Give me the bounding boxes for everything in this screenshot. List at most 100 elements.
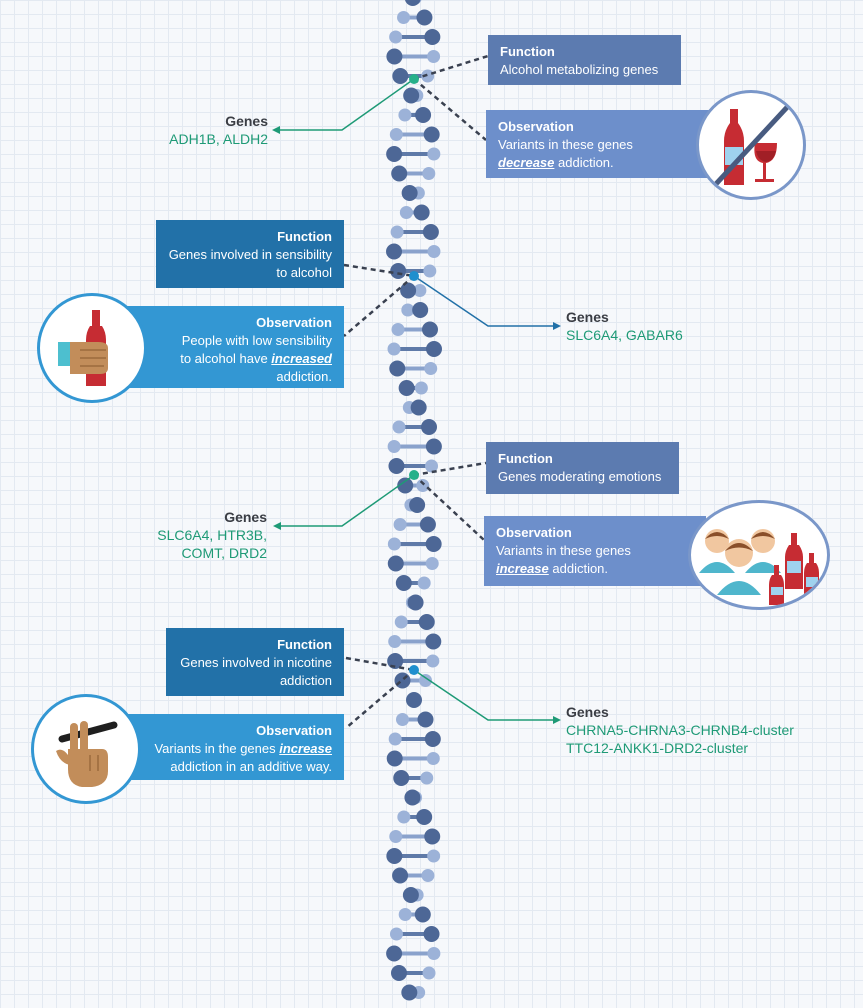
observation-emphasis: increased	[271, 351, 332, 366]
dna-base	[387, 555, 404, 572]
people-with-bottles-icon	[688, 500, 830, 610]
dna-base	[388, 732, 402, 746]
connector-function-4	[345, 656, 415, 672]
dna-base	[386, 750, 403, 767]
function-box-1: Function Alcohol metabolizing genes	[488, 35, 681, 85]
dna-base	[425, 459, 439, 473]
dna-base	[425, 536, 442, 552]
dna-base	[389, 360, 406, 377]
dna-base	[424, 362, 438, 375]
dna-base	[422, 966, 436, 980]
dna-base	[399, 206, 413, 219]
dna-base	[422, 167, 436, 180]
gene-node-3	[409, 470, 419, 480]
dna-base	[425, 341, 442, 357]
dna-base	[423, 126, 440, 143]
observation-text: Variants in these genes	[496, 543, 631, 558]
genes-title: Genes	[566, 309, 609, 325]
dna-base	[406, 692, 422, 708]
dna-base	[387, 342, 401, 356]
function-text: Genes moderating emotions	[498, 469, 662, 484]
dna-base	[404, 789, 421, 806]
arrowhead-genes-4	[553, 716, 561, 724]
observation-text-end: addiction.	[548, 561, 609, 576]
dna-base	[419, 516, 436, 533]
gene-node-1	[409, 74, 419, 84]
hand-with-cigarette-icon	[31, 694, 141, 804]
dna-base	[427, 849, 441, 863]
dna-base	[407, 594, 424, 611]
genes-value: SLC6A4, HTR3B,	[157, 527, 267, 543]
observation-box-3: Observation Variants in these genes incr…	[484, 516, 706, 586]
dna-base	[389, 30, 403, 44]
dna-base	[426, 752, 440, 765]
dna-base	[386, 146, 403, 162]
dna-base	[397, 810, 411, 824]
dna-base	[416, 9, 433, 26]
dna-base	[403, 87, 420, 104]
dna-base	[424, 828, 441, 845]
observation-text: Variants in these genes	[498, 137, 633, 152]
genes-title: Genes	[224, 509, 267, 525]
dna-base	[390, 965, 407, 981]
observation-emphasis: increase	[496, 561, 549, 576]
dna-base	[413, 204, 430, 221]
dna-base	[427, 947, 441, 960]
gene-node-2	[409, 271, 419, 281]
connector-genes-1	[276, 78, 415, 131]
gene-node-4	[409, 665, 419, 675]
dna-base	[418, 614, 435, 630]
dna-base	[416, 809, 433, 825]
function-box-3: Function Genes moderating emotions	[486, 442, 679, 494]
observation-text-2: to alcohol have	[180, 351, 272, 366]
dna-base	[402, 887, 419, 903]
connector-observation-3	[413, 474, 485, 541]
function-box-2: Function Genes involved in sensibility t…	[156, 220, 344, 288]
observation-title: Observation	[256, 723, 332, 738]
genes-label-4: Genes CHRNA5-CHRNA3-CHRNB4-cluster TTC12…	[566, 703, 794, 757]
observation-title: Observation	[496, 525, 572, 540]
observation-text-end: addiction.	[276, 369, 332, 384]
dna-base	[423, 926, 440, 942]
connector-observation-2	[343, 275, 415, 337]
observation-text-end: addiction.	[554, 155, 614, 170]
function-text: Alcohol metabolizing genes	[500, 62, 659, 77]
genes-value: CHRNA5-CHRNA3-CHRNB4-cluster	[566, 722, 794, 738]
function-title: Function	[498, 451, 553, 466]
dna-base	[414, 381, 428, 395]
dna-base	[388, 635, 402, 648]
observation-emphasis: decrease	[498, 155, 555, 170]
observation-text-end: addiction in an additive way.	[170, 759, 332, 774]
genes-value: ADH1B, ALDH2	[169, 131, 268, 147]
dna-base	[419, 674, 433, 687]
arrowhead-genes-3	[273, 522, 281, 530]
genes-title: Genes	[566, 704, 609, 720]
no-alcohol-icon	[696, 90, 806, 200]
connector-observation-4	[345, 669, 415, 729]
dna-base	[398, 380, 415, 396]
connector-genes-4	[413, 669, 556, 721]
connector-genes-3	[278, 474, 415, 527]
observation-title: Observation	[498, 119, 574, 134]
dna-base	[424, 29, 441, 45]
dna-base	[387, 537, 401, 551]
dna-base	[427, 245, 441, 258]
dna-base	[393, 770, 410, 786]
function-title: Function	[500, 44, 555, 59]
dna-base	[425, 557, 439, 570]
dna-base	[425, 438, 442, 455]
dna-base	[414, 906, 431, 923]
dna-base	[391, 165, 408, 182]
dna-base	[386, 848, 403, 864]
dna-base	[423, 264, 437, 278]
function-text-2: addiction	[279, 673, 332, 688]
dna-base	[397, 11, 411, 24]
genes-value-2: TTC12-ANKK1-DRD2-cluster	[566, 740, 749, 756]
dna-base	[421, 321, 438, 338]
dna-base	[417, 711, 434, 728]
arrowhead-genes-2	[553, 322, 561, 330]
dna-base	[424, 731, 441, 747]
dna-base	[395, 575, 412, 591]
